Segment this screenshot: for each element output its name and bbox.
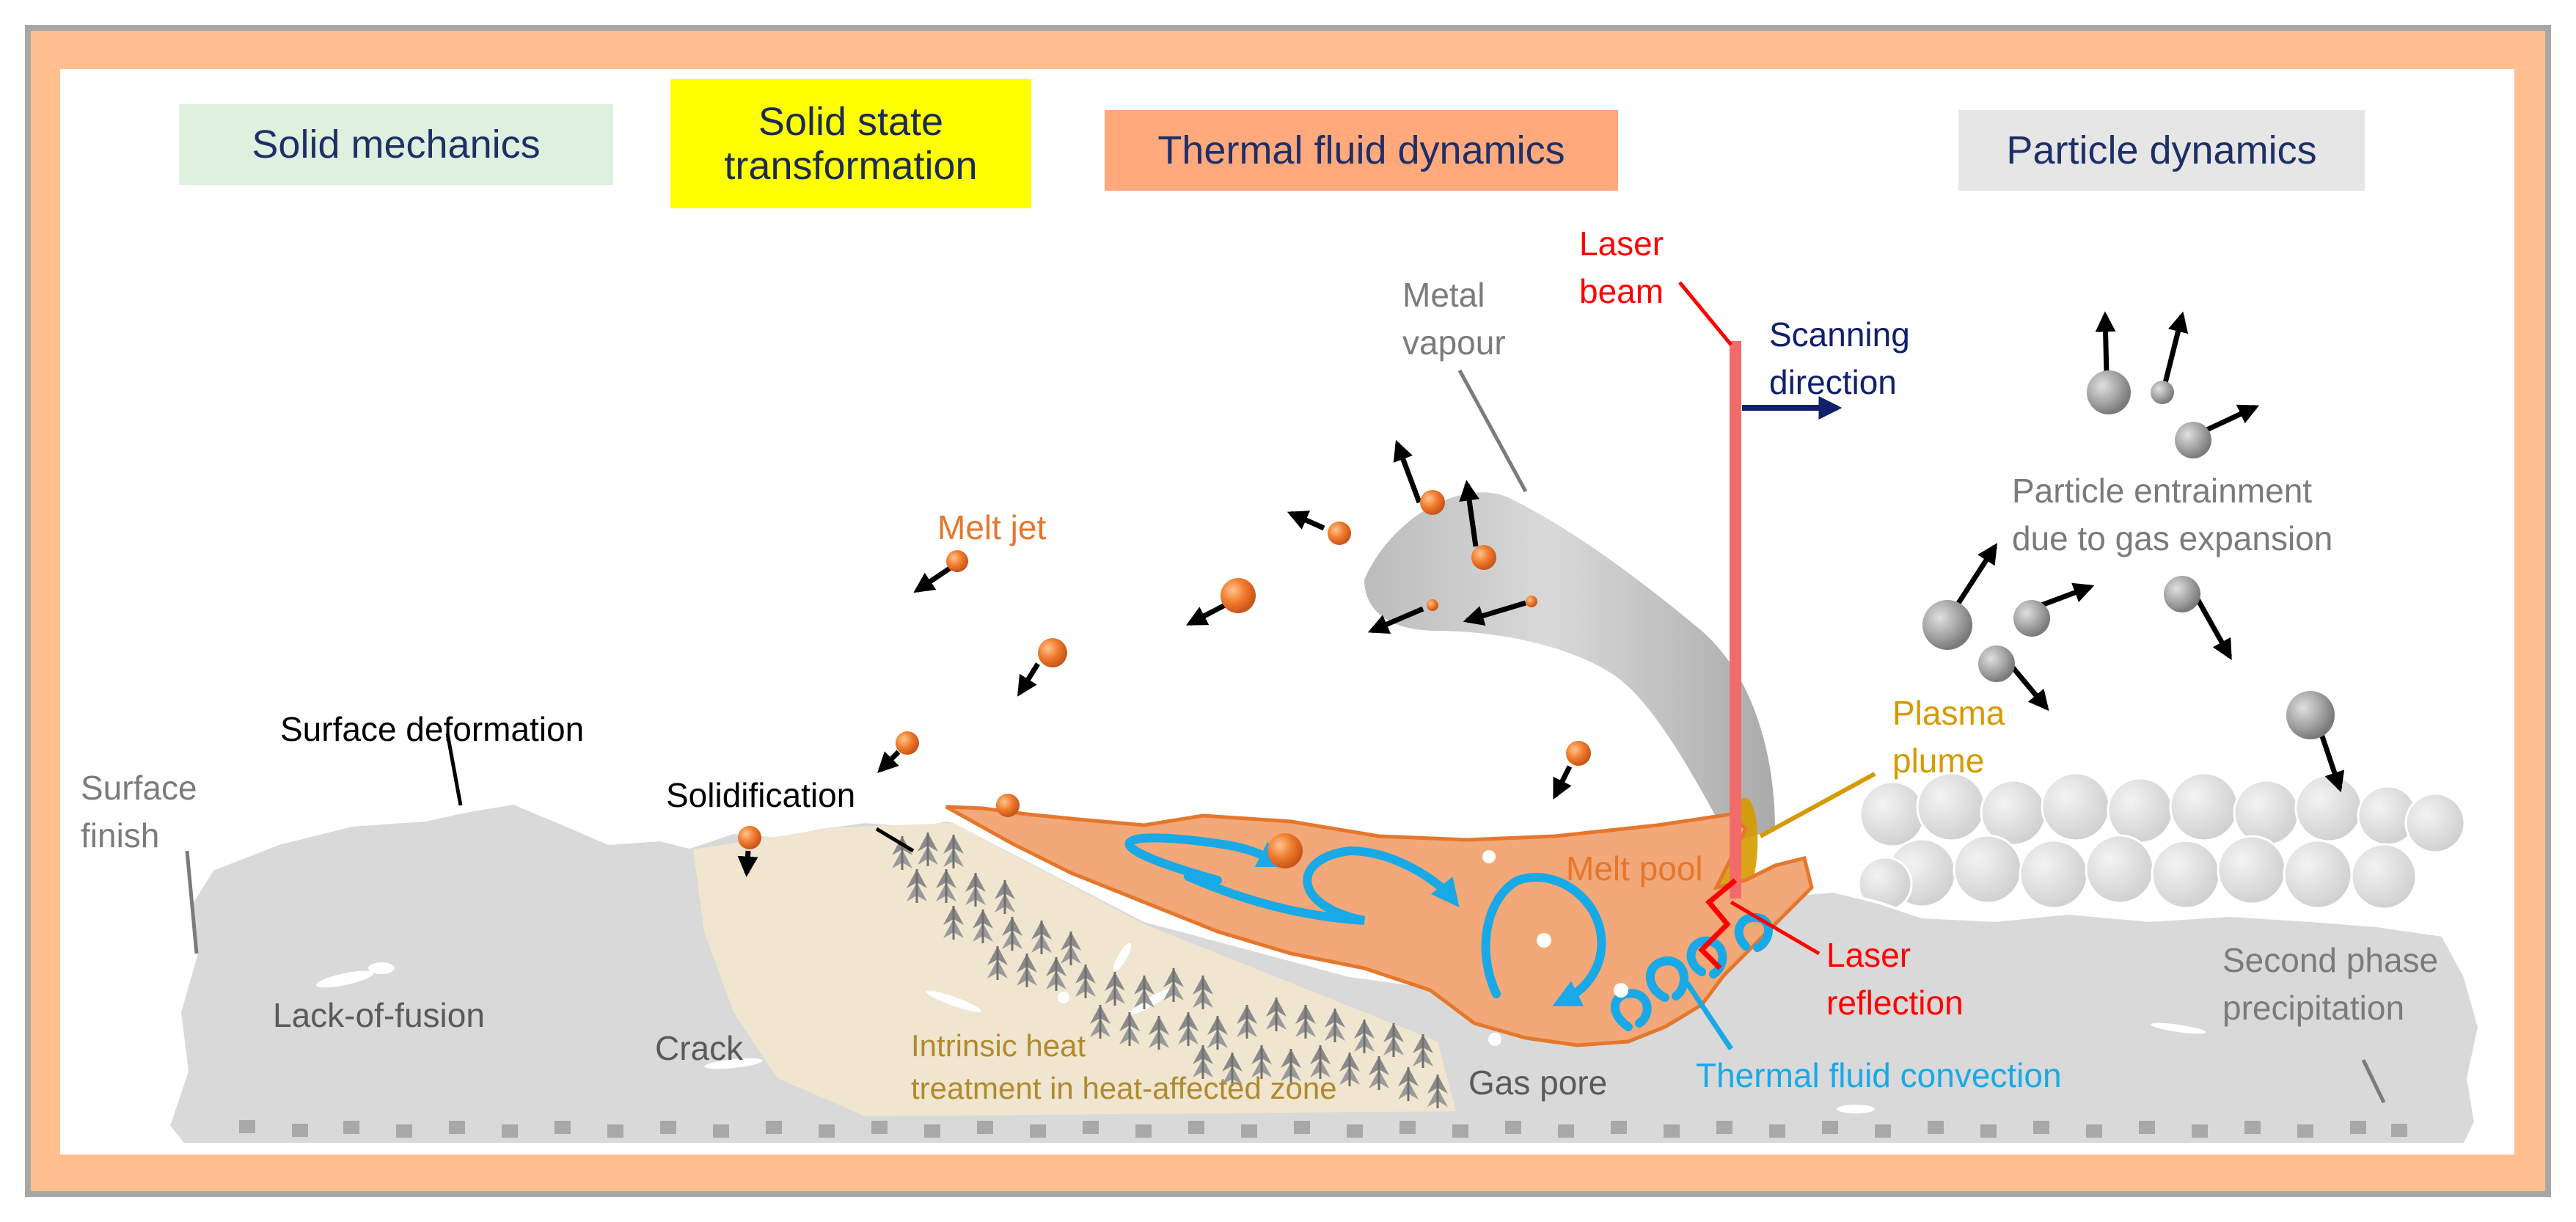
label-scanning-2: direction <box>1769 363 1897 401</box>
gas-pores <box>1058 850 1628 1046</box>
label-lack-of-fusion: Lack-of-fusion <box>273 996 485 1034</box>
label-surface-deformation: Surface deformation <box>280 710 584 748</box>
header-solid-mechanics-text: Solid mechanics <box>252 122 541 167</box>
label-melt-pool: Melt pool <box>1566 849 1703 888</box>
label-plasma-1: Plasma <box>1892 694 2005 732</box>
base-plate-squares <box>239 1120 2407 1138</box>
label-surface-finish-1: Surface <box>81 769 197 807</box>
particle-entrainment <box>1922 311 2345 793</box>
label-scanning-1: Scanning <box>1769 315 1910 354</box>
label-melt-jet: Melt jet <box>937 508 1046 546</box>
label-particle-entrainment-1: Particle entrainment <box>2012 472 2312 510</box>
label-laser-reflection-1: Laser <box>1826 936 1911 974</box>
header-particle-dynamics-text: Particle dynamics <box>2006 128 2317 172</box>
lack-of-fusion-voids <box>315 943 2206 1113</box>
label-gas-pore: Gas pore <box>1468 1064 1607 1102</box>
label-second-phase-2: precipitation <box>2222 989 2404 1027</box>
label-plasma-2: plume <box>1892 742 1984 780</box>
header-thermal-fluid-dynamics: Thermal fluid dynamics <box>1105 110 1618 191</box>
header-solid-state-line2: transformation <box>724 144 978 188</box>
header-solid-mechanics: Solid mechanics <box>179 104 613 185</box>
laser-beam-icon <box>1730 341 1741 899</box>
heat-affected-zone <box>693 823 1456 1116</box>
thermal-convection-swirls <box>1124 833 1773 1031</box>
label-intrinsic-heat-2: treatment in heat-affected zone <box>911 1071 1337 1105</box>
melt-jet-droplets <box>737 439 1591 877</box>
label-laser-beam-1: Laser <box>1579 224 1664 263</box>
particle-icon <box>2087 370 2131 414</box>
metal-vapour-plume <box>1364 492 1775 844</box>
label-laser-reflection-2: reflection <box>1826 984 1964 1022</box>
label-surface-finish-2: finish <box>81 816 159 855</box>
label-intrinsic-heat-1: Intrinsic heat <box>911 1028 1086 1063</box>
header-particle-dynamics: Particle dynamics <box>1958 110 2365 191</box>
header-solid-state-line1: Solid state <box>758 100 944 144</box>
leader-lines <box>185 281 2386 1104</box>
header-thermal-fluid-text: Thermal fluid dynamics <box>1157 128 1565 172</box>
label-thermal-convection: Thermal fluid convection <box>1696 1056 2062 1094</box>
diagram-labels: Surface finish Surface deformation Lack-… <box>81 224 2438 1105</box>
label-laser-beam-2: beam <box>1579 272 1664 310</box>
label-particle-entrainment-2: due to gas expansion <box>2012 519 2332 557</box>
label-crack: Crack <box>655 1029 744 1067</box>
label-metal-vapour-1: Metal <box>1402 276 1485 314</box>
label-solidification: Solidification <box>666 776 855 814</box>
laser-reflection-path <box>1698 878 1738 970</box>
droplet-icon <box>946 550 968 572</box>
label-metal-vapour-2: vapour <box>1402 323 1506 362</box>
powder-bed <box>1857 772 2466 912</box>
label-second-phase-1: Second phase <box>2222 941 2438 979</box>
